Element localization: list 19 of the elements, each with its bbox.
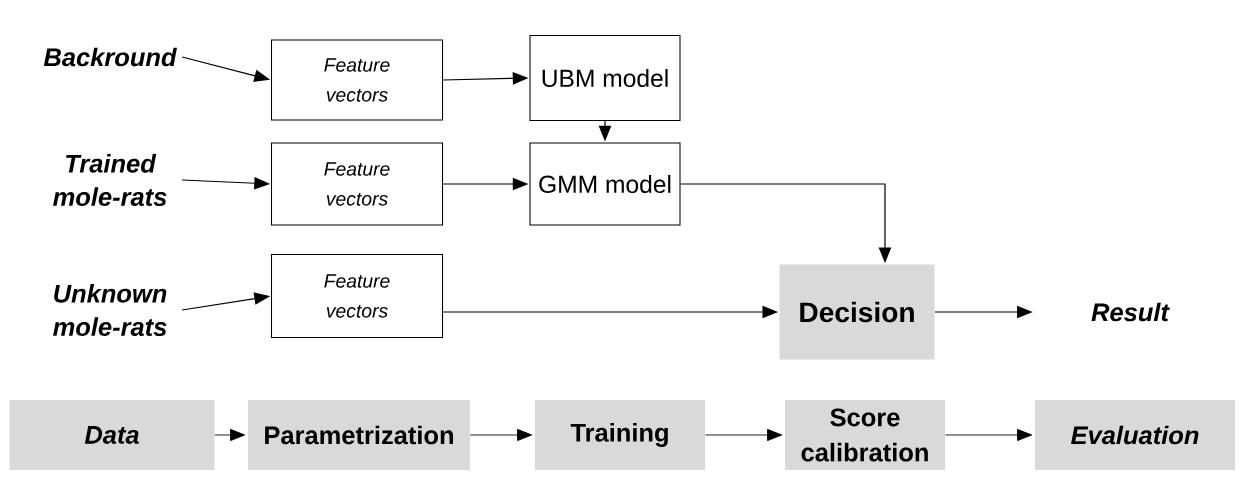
stage-box: Data <box>9 400 215 470</box>
input-label: Result <box>1091 302 1170 322</box>
stage-box: Training <box>535 400 705 470</box>
arrow <box>469 428 533 442</box>
stage-box: Evaluation <box>1035 400 1235 470</box>
arrow <box>944 428 1033 442</box>
stage-box: Decision <box>779 264 935 360</box>
model-box: GMM model <box>529 142 681 226</box>
process-box: Feature vectors <box>270 253 444 338</box>
stage-box: Parametrization <box>248 400 470 470</box>
arrow <box>214 428 246 442</box>
process-box: Feature vectors <box>270 142 444 226</box>
process-box: Feature vectors <box>270 39 444 121</box>
stage-box: Score calibration <box>785 400 945 470</box>
input-label: Backround <box>43 47 177 67</box>
model-box: UBM model <box>529 34 681 121</box>
arrow <box>704 428 783 442</box>
input-label: Unknown mole-rats <box>53 283 167 337</box>
input-label: Trained mole-rats <box>53 153 167 207</box>
